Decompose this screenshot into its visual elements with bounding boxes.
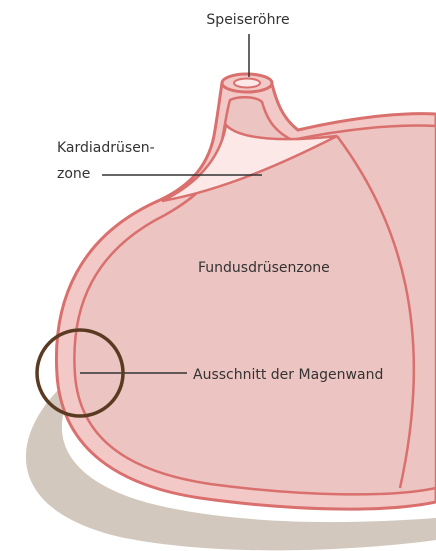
esophagus-lumen [234,79,260,88]
label-fundusdruesenzone: Fundusdrüsenzone [198,258,330,278]
label-kardia-line1: Kardiadrüsen- [57,138,155,158]
label-kardiadruesenzone: Kardiadrüsen- zone [57,138,155,184]
label-speiseroehre: Speiseröhre [196,10,300,30]
label-ausschnitt-magenwand: Ausschnitt der Magenwand [193,365,383,385]
label-kardia-line2: zone [57,164,155,184]
